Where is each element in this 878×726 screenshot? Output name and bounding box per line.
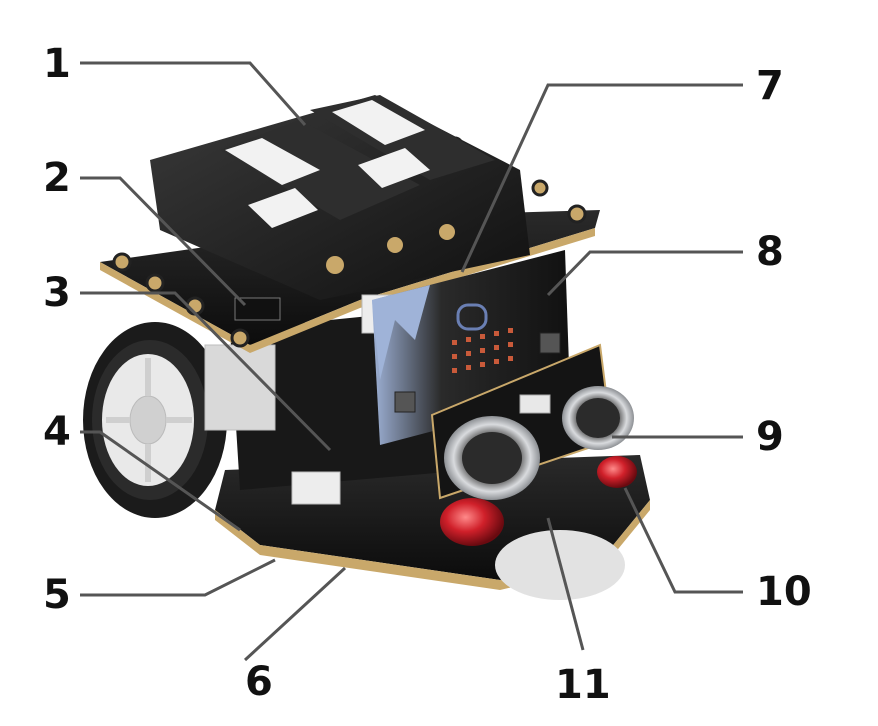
callout-label-8: 8 xyxy=(756,229,784,275)
callout-label-7: 7 xyxy=(756,63,784,109)
ultrasonic-sensor xyxy=(430,343,634,500)
led-right xyxy=(597,456,637,488)
callout-label-2: 2 xyxy=(43,155,71,201)
callout-label-11: 11 xyxy=(555,662,611,708)
callout-label-4: 4 xyxy=(43,409,71,455)
leader-lines xyxy=(80,61,743,662)
callout-label-3: 3 xyxy=(43,270,71,316)
pin-header xyxy=(234,297,281,321)
led-left xyxy=(440,498,504,546)
callout-label-9: 9 xyxy=(756,414,784,460)
battery-holder xyxy=(150,95,530,300)
callout-label-1: 1 xyxy=(43,41,71,87)
callout-label-5: 5 xyxy=(43,572,71,618)
connector-bottom xyxy=(291,471,341,505)
callout-label-10: 10 xyxy=(756,569,812,615)
callout-label-6: 6 xyxy=(245,659,273,705)
left-wheel xyxy=(83,322,227,518)
